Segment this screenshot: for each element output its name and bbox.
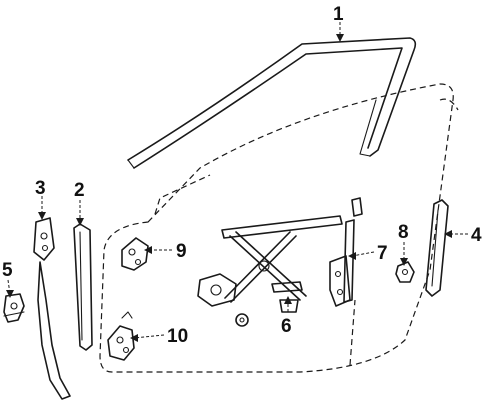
callout-8: 8 xyxy=(398,222,409,243)
rear-guide-channel-icon xyxy=(73,223,93,351)
callout-9: 9 xyxy=(176,241,187,262)
callout-7: 7 xyxy=(377,243,388,264)
callout-2: 2 xyxy=(74,180,85,201)
rear-channel-icon xyxy=(425,199,449,297)
callout-1: 1 xyxy=(333,4,344,25)
callout-10: 10 xyxy=(167,326,188,347)
stopper-icon xyxy=(395,261,415,283)
hinge-lower-icon xyxy=(107,311,135,361)
front-channel-bracket-icon xyxy=(33,217,71,400)
hinge-upper-icon xyxy=(121,237,149,271)
callout-4: 4 xyxy=(471,225,482,246)
callout-3: 3 xyxy=(35,178,46,199)
channel-bracket-icon xyxy=(3,293,25,323)
callout-6: 6 xyxy=(281,316,292,337)
window-regulator-icon xyxy=(197,215,343,327)
leader-lines xyxy=(6,22,468,342)
glass-run-channel-icon xyxy=(127,37,417,169)
callout-5: 5 xyxy=(2,260,13,281)
lower-channel-icon xyxy=(329,197,363,307)
door-outline xyxy=(99,83,459,373)
